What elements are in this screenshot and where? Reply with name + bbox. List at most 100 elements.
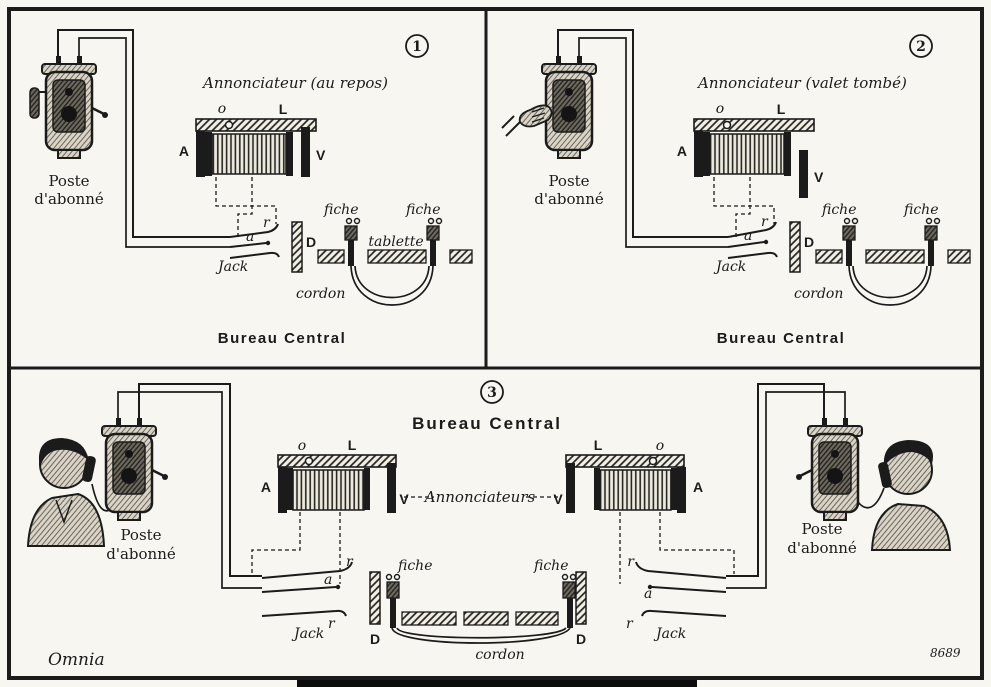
jack-2: r a Jack D [713, 214, 814, 275]
wall-telephone-3-right [806, 416, 864, 522]
plug-terminal [345, 217, 353, 225]
label-D: D [370, 631, 380, 647]
jack-bushing-D [369, 571, 381, 625]
spring-a [651, 586, 727, 593]
spring-b [727, 251, 778, 259]
shelf-segment [449, 249, 473, 264]
receiver-on-hook-1 [29, 87, 40, 119]
label-r: r [761, 214, 769, 230]
plate-border [7, 7, 984, 680]
label-V: V [553, 491, 563, 507]
coil-body [709, 133, 785, 175]
pivot-o [648, 456, 658, 466]
plug-terminal [353, 217, 361, 225]
crank-knob-3-right [796, 474, 802, 480]
plug-terminal [427, 217, 435, 225]
bureau-central-title-1: Bureau Central [218, 330, 347, 347]
wall-telephone-1 [40, 54, 98, 160]
panel-2: 2 Poste d'abonné Annonciateur (valet tom… [501, 29, 971, 347]
plug-terminal [435, 217, 443, 225]
spring-r [727, 221, 777, 238]
coil-flange-left [287, 468, 293, 510]
spring-r [229, 223, 279, 238]
fiche-label-right: fiche [533, 558, 568, 574]
subscriber-right-label-line2: d'abonné [787, 539, 857, 557]
handheld-receiver [878, 461, 892, 489]
figure-number-circle [480, 380, 504, 404]
switchboard-plugs-2: fiche fiche cordon [794, 202, 971, 306]
label-D: D [804, 234, 814, 250]
plug-terminal [925, 217, 933, 225]
figure-number-text: 2 [916, 39, 926, 55]
pivot-o [722, 120, 732, 130]
line-wire-a-2 [557, 29, 728, 238]
cord-loop-inner [396, 627, 567, 639]
plug-shaft-right [928, 240, 934, 266]
cord-loop-outer [350, 265, 434, 306]
line-wire-b-2 [578, 37, 728, 248]
shelf-segment [463, 611, 509, 626]
plug-shaft-left [846, 240, 852, 266]
hand-wrist [501, 115, 521, 137]
plug-shaft-left [348, 240, 354, 266]
subscriber-person-right [870, 440, 952, 551]
frame-A [196, 131, 205, 177]
label-o: o [716, 101, 724, 117]
coil-flange-right [364, 468, 370, 510]
spring-b [261, 609, 347, 617]
plug-collar-right [924, 225, 938, 241]
crank-knob-1 [102, 112, 108, 118]
label-A: A [179, 143, 189, 159]
coil-to-jack-dash-b-1 [237, 177, 253, 240]
handheld-receiver [82, 455, 96, 483]
plug-collar-left [842, 225, 856, 241]
label-A: A [693, 479, 703, 495]
figure-number-1: 1 [405, 34, 429, 58]
coil-body [292, 469, 365, 511]
contact-a [647, 584, 653, 590]
label-V: V [399, 491, 409, 507]
plug-terminal [385, 573, 393, 581]
contact-a [335, 584, 341, 590]
person-hair [38, 438, 88, 468]
annunciator-3-right: o L A V [553, 437, 703, 513]
label-V: V [316, 147, 326, 163]
jack-label: Jack [653, 626, 686, 642]
wall-telephone-3-left [100, 416, 158, 522]
fiche-label-right: fiche [405, 202, 440, 218]
shelf-segment [317, 249, 345, 264]
armature-bar-L [565, 454, 685, 468]
label-a: a [246, 229, 254, 245]
shutter-V [301, 127, 310, 177]
jack-bushing-D [789, 221, 801, 273]
coil-flange-right [671, 468, 677, 510]
label-a: a [644, 586, 652, 602]
plug-terminal [393, 573, 401, 581]
shutter-V [387, 463, 396, 513]
shelf-segment [865, 249, 925, 264]
subscriber-set-label-line2: d'abonné [534, 190, 604, 208]
plug-collar-left [344, 225, 358, 241]
subscriber-right-label-line1: Poste [801, 520, 842, 538]
person-hair [883, 440, 933, 466]
label-r-bottom: r [626, 616, 634, 632]
coil-flange-left [594, 468, 600, 510]
annunciator-2: Annonciateur (valet tombé) o L A V [677, 74, 907, 198]
label-r-bottom: r [328, 616, 336, 632]
armature-bar-L [195, 118, 317, 132]
subscriber-left-label-line1: Poste [120, 526, 161, 544]
crank-handle-1 [91, 106, 105, 116]
person-bust [26, 492, 106, 547]
shelf-segment [515, 611, 559, 626]
label-r-top: r [346, 554, 354, 570]
label-o: o [656, 438, 664, 454]
figure-number-text: 3 [487, 385, 497, 401]
coil-body [599, 469, 672, 511]
cordon-label: cordon [475, 647, 524, 663]
figure-number-2: 2 [909, 34, 933, 58]
scan-artifact [297, 680, 697, 687]
label-D: D [306, 234, 316, 250]
label-A: A [677, 143, 687, 159]
label-L: L [348, 437, 357, 453]
fiche-label-left: fiche [397, 558, 432, 574]
